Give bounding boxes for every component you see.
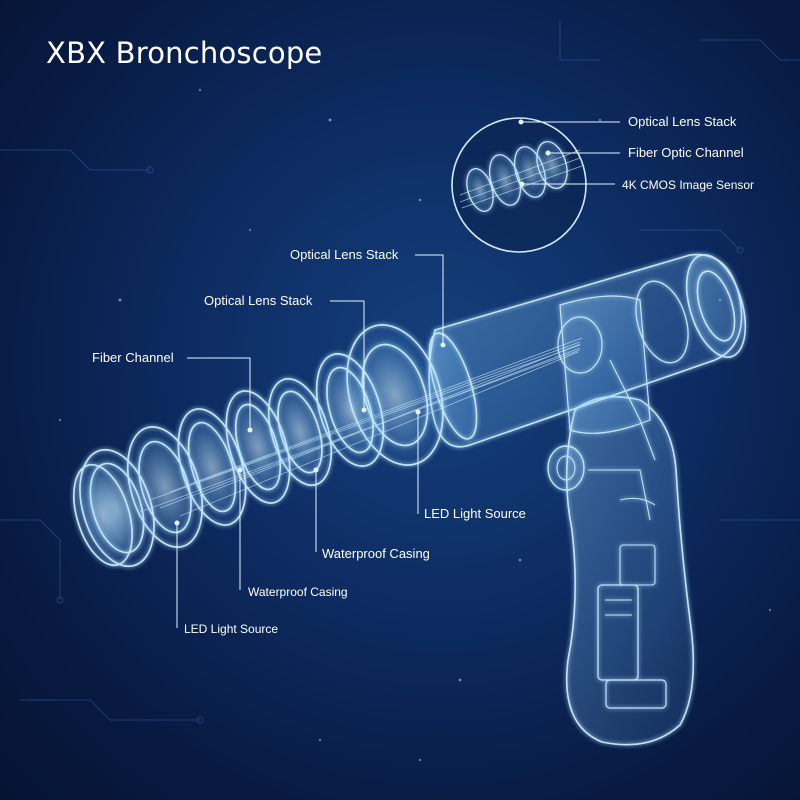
exploded-lens-rings [73, 324, 444, 568]
label-inset-fiber-optic-channel: Fiber Optic Channel [628, 145, 744, 160]
label-optical-lens-stack-lower: Optical Lens Stack [204, 293, 313, 308]
callout-leader-lines [174, 119, 620, 628]
background-sparkles [58, 88, 772, 762]
label-waterproof-casing-left: Waterproof Casing [248, 585, 348, 599]
label-led-light-source-left: LED Light Source [184, 622, 279, 636]
background-circuit-decoration [0, 20, 800, 724]
lens-ring-1-front [73, 463, 133, 567]
label-led-light-source-right: LED Light Source [424, 506, 526, 521]
magnifier-inset [451, 117, 587, 253]
diagram-title: XBX Bronchoscope [46, 36, 323, 70]
handle-grip [547, 395, 695, 746]
label-inset-optical-lens-stack: Optical Lens Stack [628, 114, 737, 129]
label-fiber-channel: Fiber Channel [92, 350, 174, 365]
label-inset-image-sensor: 4K CMOS Image Sensor [622, 178, 755, 192]
main-body-tube [428, 253, 747, 461]
label-optical-lens-stack-upper: Optical Lens Stack [290, 247, 399, 262]
label-waterproof-casing-right: Waterproof Casing [322, 546, 430, 561]
